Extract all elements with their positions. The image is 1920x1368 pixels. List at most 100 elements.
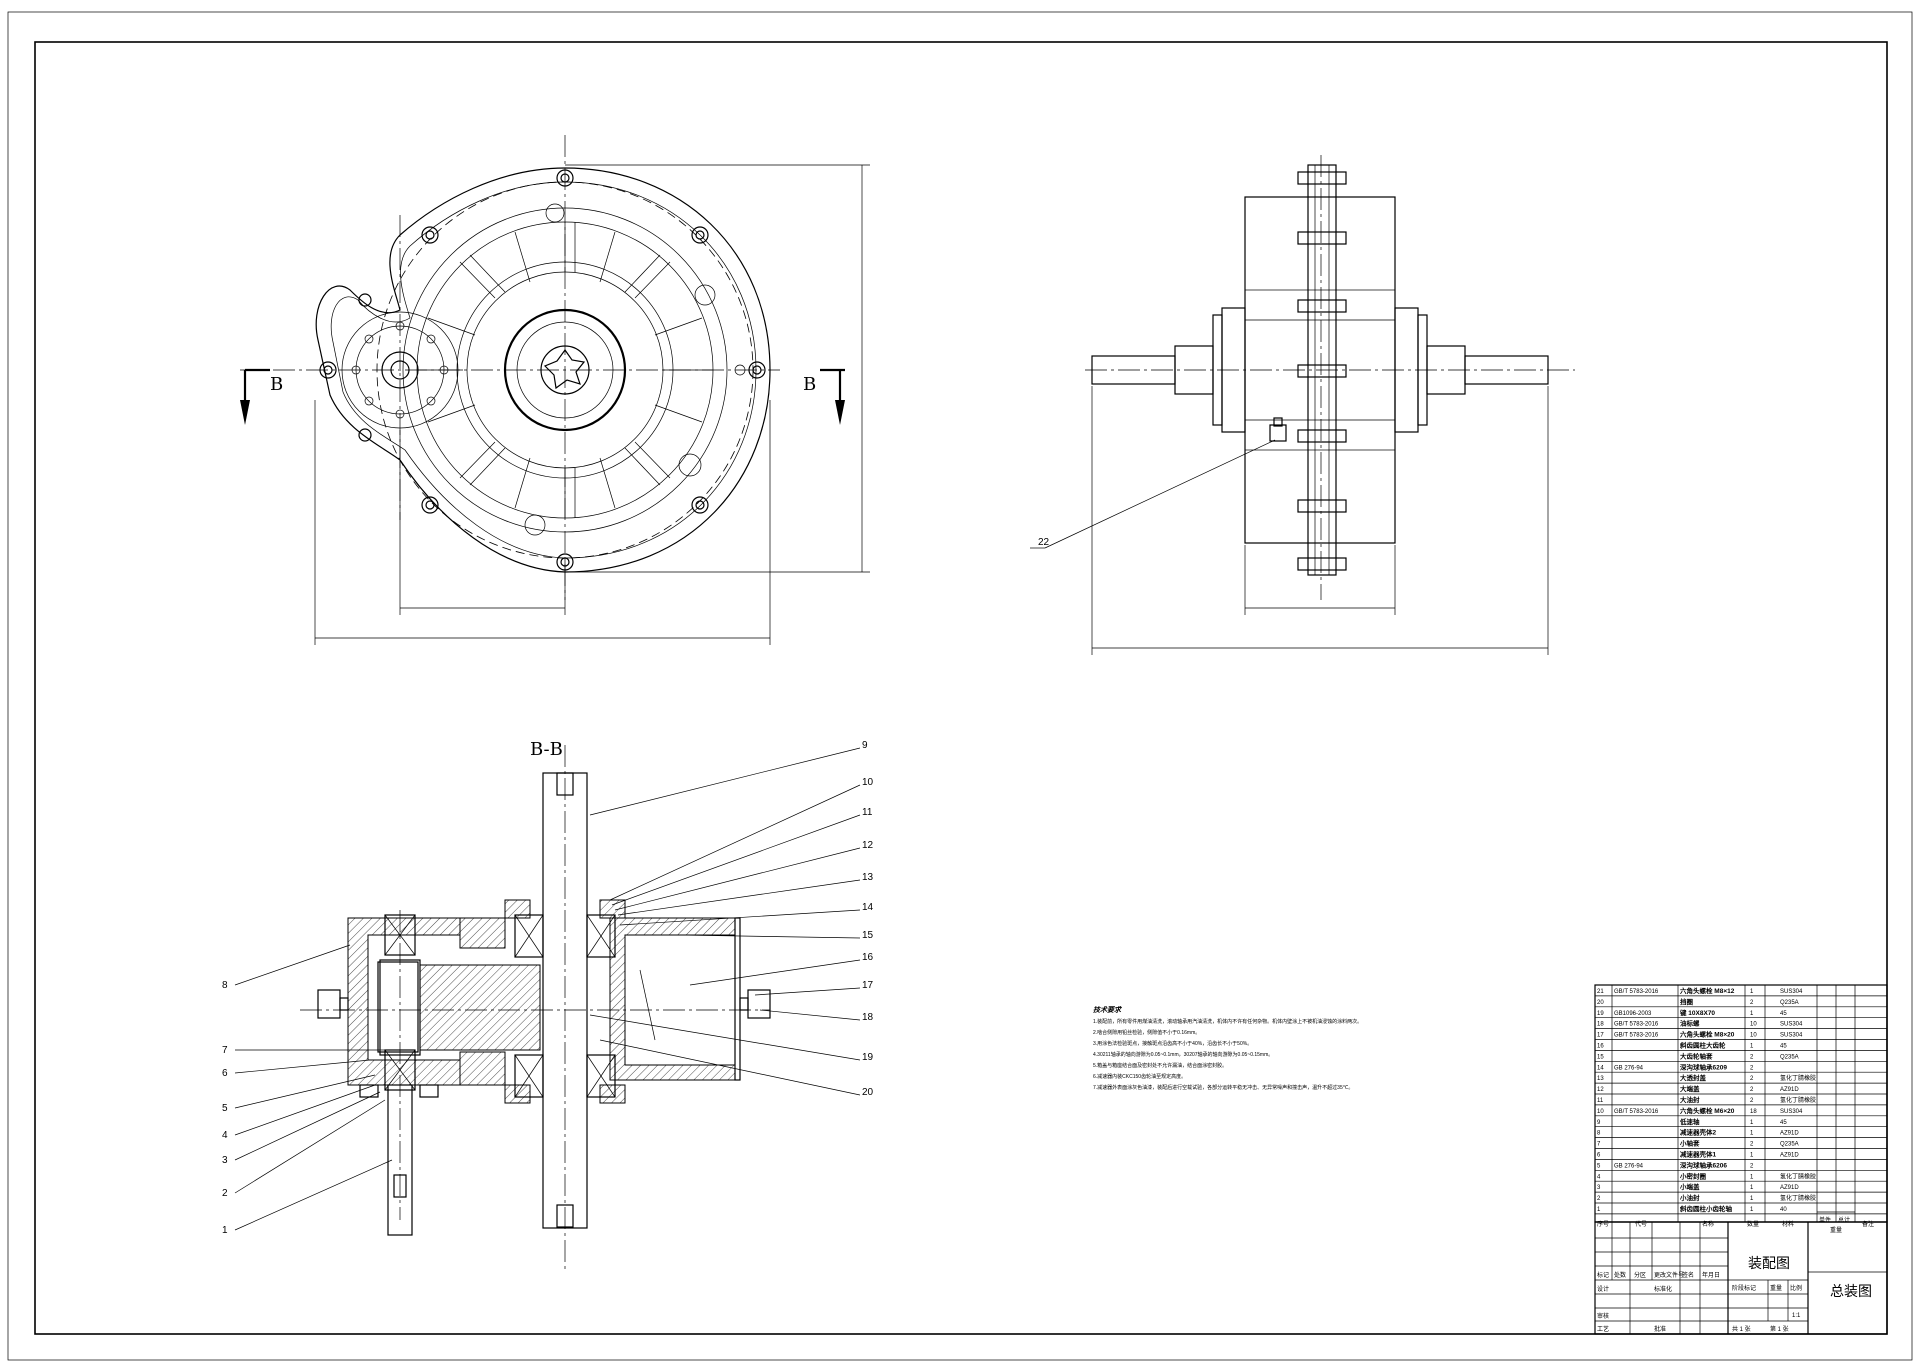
bom-code: GB/T 5783-2016 [1614, 989, 1659, 995]
callout-6: 6 [222, 1068, 228, 1079]
bom-material: SUS304 [1780, 1109, 1803, 1115]
tb-count: 处数 [1614, 1271, 1626, 1279]
bom-no: 18 [1597, 1022, 1604, 1028]
bom-qty: 2 [1750, 1065, 1754, 1071]
bom-material: Q235A [1780, 1054, 1799, 1060]
bom-no: 20 [1597, 1000, 1604, 1006]
callout-8: 8 [222, 980, 228, 991]
bom-row: 14 GB 276-94 深沟球轴承6209 2 [1597, 1062, 1754, 1071]
bom-qty: 2 [1750, 1000, 1754, 1006]
note-line: 6.减速器内装CKC150齿轮油至规定高度。 [1093, 1073, 1186, 1080]
section-marker-left: B [270, 374, 283, 395]
tb-approve: 批准 [1654, 1325, 1666, 1333]
tb-date: 年月日 [1702, 1271, 1720, 1279]
bom-qty: 1 [1750, 1174, 1754, 1180]
note-line: 3.用涂色法检验斑点，接触斑点沿齿高不小于40%，沿齿长不小于50%。 [1093, 1040, 1252, 1047]
bom-no: 19 [1597, 1011, 1604, 1017]
bom-qty: 2 [1750, 1098, 1754, 1104]
bom-header-total: 总计 [1838, 1216, 1850, 1224]
bom-code: GB/T 5783-2016 [1614, 1022, 1659, 1028]
bom-material: 45 [1780, 1044, 1787, 1050]
bom-name: 六角头螺栓 M8×20 [1680, 1030, 1735, 1039]
callout-11: 11 [862, 807, 873, 818]
tb-scale-value: 1:1 [1792, 1313, 1801, 1319]
callout-17: 17 [862, 980, 874, 991]
callout-4: 4 [222, 1130, 228, 1141]
tb-standard: 标准化 [1654, 1285, 1672, 1293]
note-line: 4.30211轴承的轴向游隙为0.05~0.1mm，30207轴承的轴向游隙为0… [1093, 1051, 1273, 1058]
tb-audit: 审核 [1597, 1312, 1609, 1320]
section-marker-right: B [803, 374, 816, 395]
bom-qty: 2 [1750, 1076, 1754, 1082]
inner-border [34, 41, 1888, 1335]
bom-header-qty: 数量 [1747, 1220, 1759, 1228]
bom-qty: 2 [1750, 1142, 1754, 1148]
bom-no: 15 [1597, 1054, 1604, 1060]
bom-name: 斜齿圆柱小齿轮轴 [1679, 1204, 1733, 1213]
bom-qty: 10 [1750, 1033, 1757, 1039]
callout-12: 12 [862, 840, 874, 851]
bom-material: Q235A [1780, 1000, 1799, 1006]
bom-name: 减速器壳体1 [1680, 1150, 1717, 1159]
bom-no: 12 [1597, 1087, 1604, 1093]
notes-heading: 技术要求 [1093, 1005, 1122, 1014]
bom-name: 小密封圈 [1679, 1171, 1707, 1180]
bom-qty: 1 [1750, 1196, 1754, 1202]
callout-9: 9 [862, 740, 868, 751]
bom-no: 1 [1597, 1207, 1601, 1213]
tb-weight: 重量 [1770, 1284, 1782, 1292]
bom-no: 3 [1597, 1185, 1601, 1191]
bom-code: GB/T 5783-2016 [1614, 1033, 1659, 1039]
callout-19: 19 [862, 1052, 874, 1063]
bom-material: AZ91D [1780, 1131, 1799, 1137]
bom-no: 10 [1597, 1109, 1604, 1115]
bom-qty: 1 [1750, 1185, 1754, 1191]
tb-zone: 分区 [1634, 1271, 1646, 1279]
bom-name: 大齿轮轴套 [1680, 1051, 1713, 1060]
bom-no: 21 [1597, 989, 1604, 995]
bom-material: AZ91D [1780, 1087, 1799, 1093]
bom-qty: 1 [1750, 1120, 1754, 1126]
bom-header-name: 名称 [1702, 1220, 1714, 1228]
bom-material: 45 [1780, 1120, 1787, 1126]
bom-material: 氢化丁腈橡胶 [1780, 1194, 1816, 1202]
callout-14: 14 [862, 902, 874, 913]
bom-material: SUS304 [1780, 989, 1803, 995]
bom-material: 氢化丁腈橡胶 [1780, 1096, 1816, 1104]
bom-qty: 1 [1750, 1011, 1754, 1017]
bom-qty: 2 [1750, 1163, 1754, 1169]
bom-header-weight: 重量 [1830, 1226, 1842, 1234]
bom-material: Q235A [1780, 1142, 1799, 1148]
callout-5: 5 [222, 1103, 228, 1114]
bom-name: 斜齿圆柱大齿轮 [1679, 1041, 1726, 1050]
bom-header-remark: 备注 [1862, 1220, 1874, 1228]
bom-no: 5 [1597, 1163, 1601, 1169]
bom-code: GB 276-94 [1614, 1065, 1644, 1071]
callout-7: 7 [222, 1045, 228, 1056]
bom-code: GB/T 5783-2016 [1614, 1109, 1659, 1115]
bom-no: 14 [1597, 1065, 1604, 1071]
section-title: B-B [530, 739, 563, 760]
bom-qty: 1 [1750, 989, 1754, 995]
bom-name: 大透封盖 [1680, 1073, 1707, 1082]
bom-name: 大油封 [1680, 1095, 1700, 1104]
bom-material: SUS304 [1780, 1033, 1803, 1039]
bom-name: 深沟球轴承6206 [1680, 1160, 1727, 1169]
bom-no: 8 [1597, 1131, 1601, 1137]
side-view: 22 [1030, 155, 1575, 655]
bom-name: 深沟球轴承6209 [1680, 1062, 1727, 1071]
